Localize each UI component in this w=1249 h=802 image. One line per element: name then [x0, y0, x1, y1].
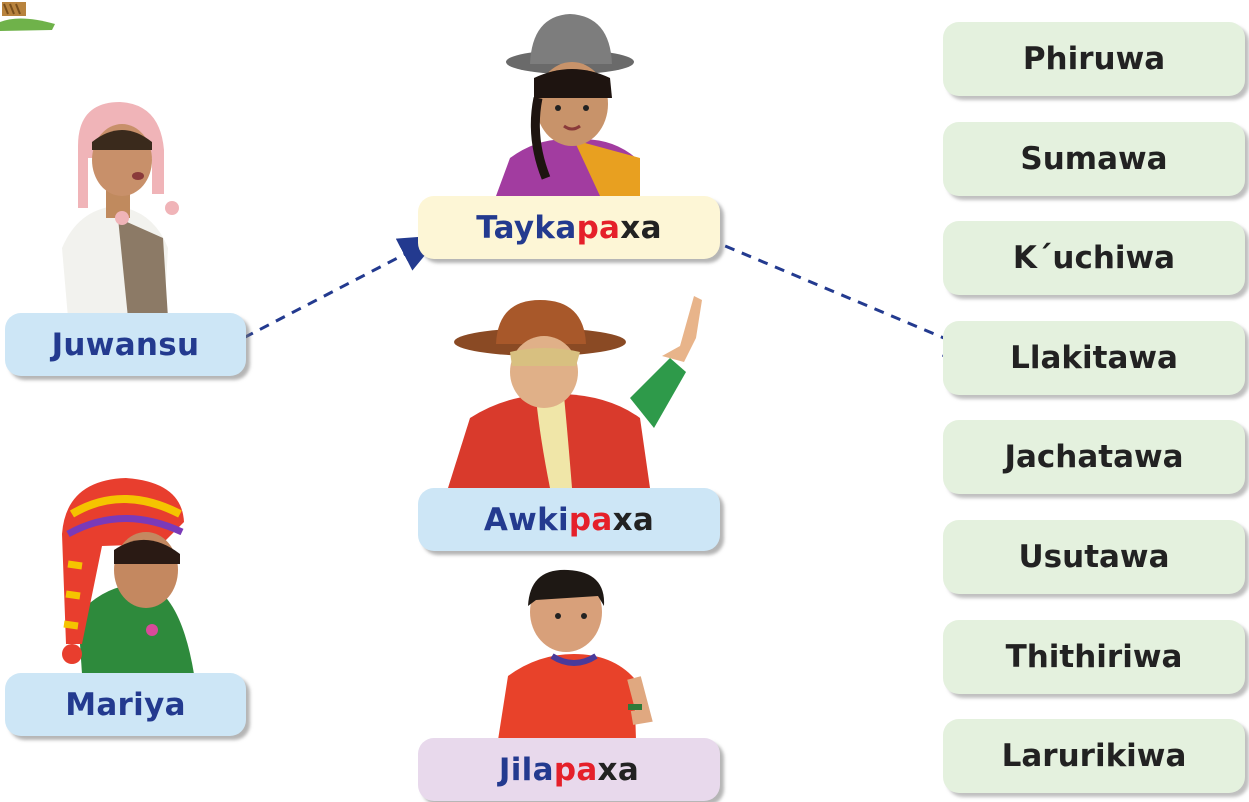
month-box-sumawa[interactable]: Sumawa: [943, 122, 1245, 196]
juwansu-illustration: [62, 102, 179, 318]
arrow-taykapaxa-to-llakitawa: [691, 230, 988, 357]
month-label: K´uchiwa: [1012, 240, 1176, 276]
month-box-kuchiwa[interactable]: K´uchiwa: [943, 221, 1245, 295]
taykapaxa-part-2: pa: [576, 209, 621, 246]
jilapaxa-illustration: [498, 569, 653, 740]
name-box-juwansu[interactable]: Juwansu: [5, 313, 246, 376]
awkipaxa-part-3: xa: [612, 501, 655, 538]
awkipaxa-part-2: pa: [568, 501, 613, 538]
month-box-usutawa[interactable]: Usutawa: [943, 520, 1245, 594]
name-mariya-label: Mariya: [65, 686, 186, 723]
month-label: Larurikiwa: [1001, 738, 1187, 774]
month-box-thithiriwa[interactable]: Thithiriwa: [943, 620, 1245, 694]
month-label: Jachatawa: [1004, 439, 1184, 475]
jilapaxa-part-3: xa: [597, 751, 640, 788]
awkipaxa-illustration: [448, 296, 702, 488]
taykapaxa-illustration: [496, 14, 640, 196]
awkipaxa-part-1: Awki: [483, 501, 569, 538]
month-box-phiruwa[interactable]: Phiruwa: [943, 22, 1245, 96]
month-label: Phiruwa: [1022, 41, 1166, 77]
month-label: Thithiriwa: [1005, 639, 1183, 675]
month-label: Llakitawa: [1010, 340, 1178, 376]
mariya-illustration: [62, 478, 194, 674]
taykapaxa-part-3: xa: [620, 209, 662, 246]
month-box-larurikiwa[interactable]: Larurikiwa: [943, 719, 1245, 793]
name-juwansu-label: Juwansu: [51, 326, 200, 363]
month-box-llakitawa[interactable]: Llakitawa: [943, 321, 1245, 395]
month-label: Usutawa: [1018, 539, 1170, 575]
name-box-mariya[interactable]: Mariya: [5, 673, 246, 736]
month-label: Sumawa: [1020, 141, 1168, 177]
taykapaxa-part-1: Tayka: [476, 209, 577, 246]
arrow-juwansu-to-taykapaxa: [227, 235, 442, 348]
jilapaxa-part-1: Jila: [498, 751, 554, 788]
jilapaxa-part-2: pa: [553, 751, 598, 788]
corner-grass-icon: [0, 2, 55, 31]
month-box-jachatawa[interactable]: Jachatawa: [943, 420, 1245, 494]
